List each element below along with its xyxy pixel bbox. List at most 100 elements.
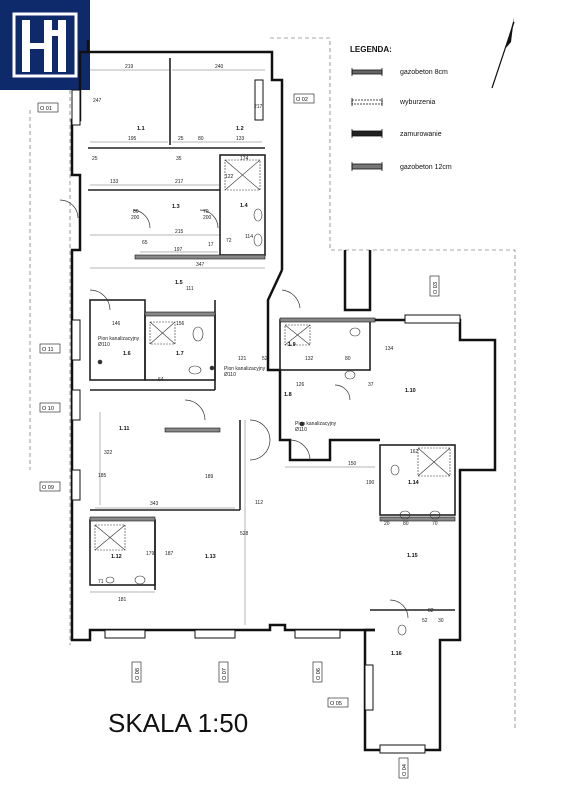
room-label: 1.15 <box>407 553 418 559</box>
dim-label: 133 <box>236 136 245 142</box>
room-label: 1.2 <box>236 126 244 132</box>
room-labels: 1.1 1.2 1.3 1.4 1.5 1.6 1.7 1.8 1.9 1.10… <box>111 126 420 657</box>
dim-label: 200 <box>203 215 212 221</box>
dim-label: 197 <box>174 247 183 253</box>
axis-label-o04: O 04 <box>402 764 408 776</box>
dim-label: 20 <box>384 521 390 527</box>
sewer-riser-note: Pion kanalizacyjny <box>98 336 140 342</box>
north-arrow-icon <box>491 18 515 89</box>
room-label: 1.1 <box>137 126 145 132</box>
axis-label-o08: O 08 <box>135 668 141 680</box>
legend-item-zamurowanie: zamurowanie <box>351 129 442 138</box>
sewer-riser-note: Pion kanalizacyjny <box>224 366 266 372</box>
sewer-riser-diameter: Ø110 <box>98 342 110 348</box>
axis-label-o11: O 11 <box>42 347 54 353</box>
room-label: 1.7 <box>176 351 184 357</box>
company-logo <box>0 0 90 90</box>
legend-title: LEGENDA: <box>350 45 392 54</box>
axis-markers: O 01 O 02 O 11 O 10 O 09 O 05 O 08 O 07 … <box>37 93 440 779</box>
interior-walls <box>88 58 456 611</box>
dim-label: 179 <box>146 551 155 557</box>
dim-label: 80 <box>198 136 204 142</box>
dim-label: 72 <box>226 238 232 244</box>
dim-label: 114 <box>245 234 253 240</box>
doors <box>59 199 409 619</box>
dim-label: 82 <box>428 608 434 614</box>
room-label: 1.4 <box>240 203 249 209</box>
room-label: 1.3 <box>172 204 180 210</box>
dim-label: 121 <box>238 356 247 362</box>
room-label: 1.14 <box>408 480 420 486</box>
dim-label: 132 <box>305 356 314 362</box>
bathroom-fixtures <box>94 159 451 636</box>
sewer-riser-diameter: Ø110 <box>224 372 236 378</box>
dim-label: 80 <box>403 521 409 527</box>
dimension-lines <box>90 69 375 625</box>
dim-label: 71 <box>98 579 104 585</box>
dim-label: 181 <box>118 597 127 603</box>
dim-label: 162 <box>410 449 419 455</box>
dim-label: 200 <box>131 215 140 221</box>
axis-label-o01: O 01 <box>40 106 52 112</box>
legend-label: gazobeton 8cm <box>400 69 448 76</box>
dim-label: 35 <box>176 156 182 162</box>
dim-label: 146 <box>112 321 121 327</box>
dim-label: 217 <box>175 179 184 185</box>
dim-label: 134 <box>385 346 394 352</box>
dim-label: 150 <box>348 461 357 467</box>
legend-label: wyburzenia <box>399 99 436 106</box>
dim-label: 80 <box>133 209 139 215</box>
scale-label: SKALA 1:50 <box>108 708 248 738</box>
dim-label: 30 <box>438 618 444 624</box>
dim-label: 25 <box>92 156 98 162</box>
room-label: 1.16 <box>391 651 402 657</box>
room-label: 1.9 <box>288 342 296 348</box>
dim-label: 156 <box>176 321 185 327</box>
dim-label: 347 <box>196 262 205 268</box>
dim-label: 112 <box>255 500 263 506</box>
legend-item-gazobeton-8: gazobeton 8cm <box>351 68 448 76</box>
dim-label: 217 <box>254 104 263 110</box>
dim-label: 528 <box>240 531 249 537</box>
room-label: 1.12 <box>111 554 122 560</box>
dim-label: 64 <box>158 377 164 383</box>
axis-label-o02: O 02 <box>296 97 308 103</box>
dimension-labels: 219 240 247 217 195 133 25 80 25 35 174 … <box>92 64 444 624</box>
room-label: 1.5 <box>175 280 183 286</box>
site-boundary <box>29 37 516 730</box>
legend-label: gazobeton 12cm <box>400 164 452 171</box>
windows <box>71 79 461 754</box>
dim-label: 322 <box>104 450 113 456</box>
outer-walls <box>70 40 497 752</box>
axis-label-o03: O 03 <box>433 282 439 294</box>
room-label: 1.6 <box>123 351 131 357</box>
dim-label: 195 <box>128 136 137 142</box>
axis-label-o06: O 06 <box>316 668 322 680</box>
room-label: 1.13 <box>205 554 216 560</box>
dim-label: 240 <box>215 64 224 70</box>
dim-label: 52 <box>262 356 268 362</box>
sewer-riser-note: Pion kanalizacyjny <box>295 421 337 427</box>
new-walls <box>89 254 456 522</box>
dim-label: 187 <box>165 551 174 557</box>
axis-label-o07: O 07 <box>222 668 228 680</box>
dim-label: 122 <box>225 174 234 180</box>
dim-label: 65 <box>142 240 148 246</box>
dim-label: 126 <box>296 382 305 388</box>
dim-label: 185 <box>98 473 107 479</box>
dim-label: 52 <box>422 618 428 624</box>
dim-label: 17 <box>208 242 214 248</box>
dim-label: 247 <box>93 98 102 104</box>
legend-item-wyburzenia: wyburzenia <box>351 98 436 106</box>
dim-label: 111 <box>186 286 194 292</box>
axis-label-o09: O 09 <box>42 485 54 491</box>
room-label: 1.11 <box>119 426 129 432</box>
dim-label: 25 <box>178 136 184 142</box>
dim-label: 215 <box>175 229 184 235</box>
legend-item-gazobeton-12: gazobeton 12cm <box>351 162 452 171</box>
room-label: 1.10 <box>405 388 416 394</box>
dim-label: 70 <box>432 521 438 527</box>
dim-label: 219 <box>125 64 134 70</box>
dim-label: 80 <box>345 356 351 362</box>
